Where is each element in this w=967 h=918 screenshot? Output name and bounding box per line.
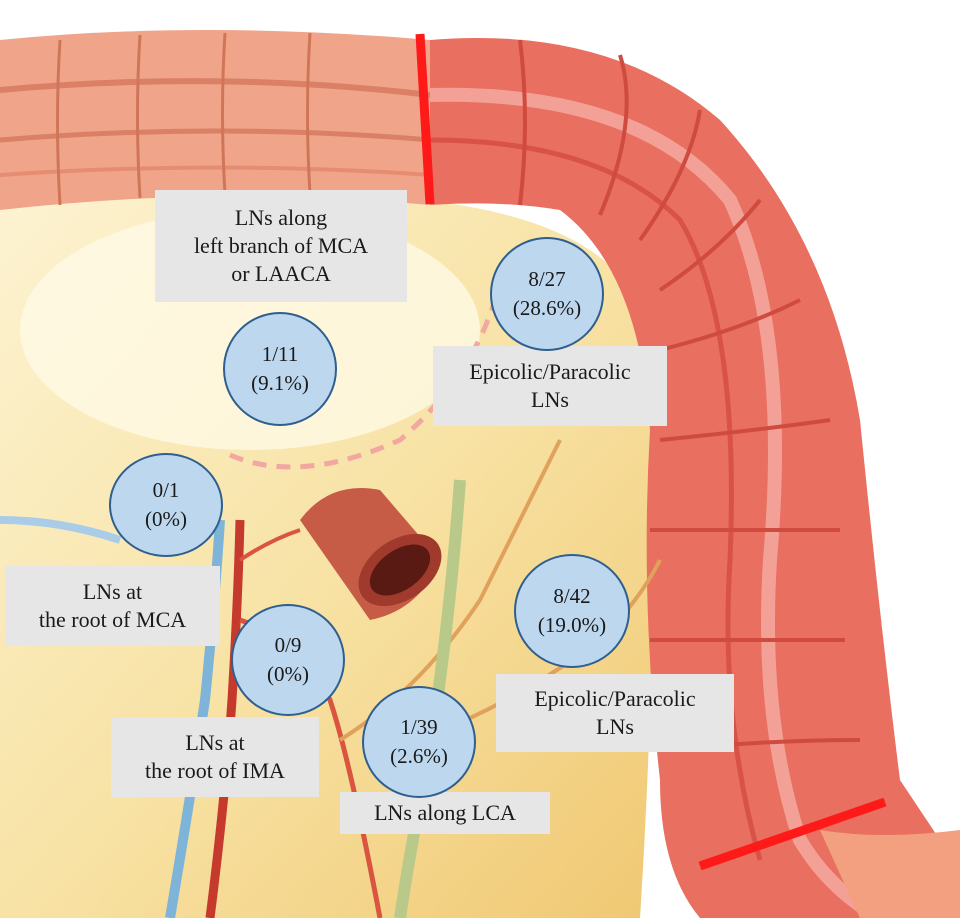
bubble-ima-root: 0/9 (0%) <box>231 604 345 716</box>
bubble-epicolic-lower: 8/42 (19.0%) <box>514 554 630 668</box>
label-mca-root: LNs at the root of MCA <box>5 566 220 646</box>
bubble-lca: 1/39 (2.6%) <box>362 686 476 798</box>
label-lca: LNs along LCA <box>340 792 550 834</box>
bubble-epicolic-upper: 8/27 (28.6%) <box>490 237 604 351</box>
label-epicolic-upper: Epicolic/Paracolic LNs <box>433 346 667 426</box>
transverse-colon <box>0 30 430 210</box>
label-mca-left-branch: LNs along left branch of MCA or LAACA <box>155 190 407 302</box>
bubble-mca-left-branch: 1/11 (9.1%) <box>223 312 337 426</box>
label-epicolic-lower: Epicolic/Paracolic LNs <box>496 674 734 752</box>
bubble-mca-root: 0/1 (0%) <box>109 453 223 557</box>
label-ima-root: LNs at the root of IMA <box>111 717 319 797</box>
